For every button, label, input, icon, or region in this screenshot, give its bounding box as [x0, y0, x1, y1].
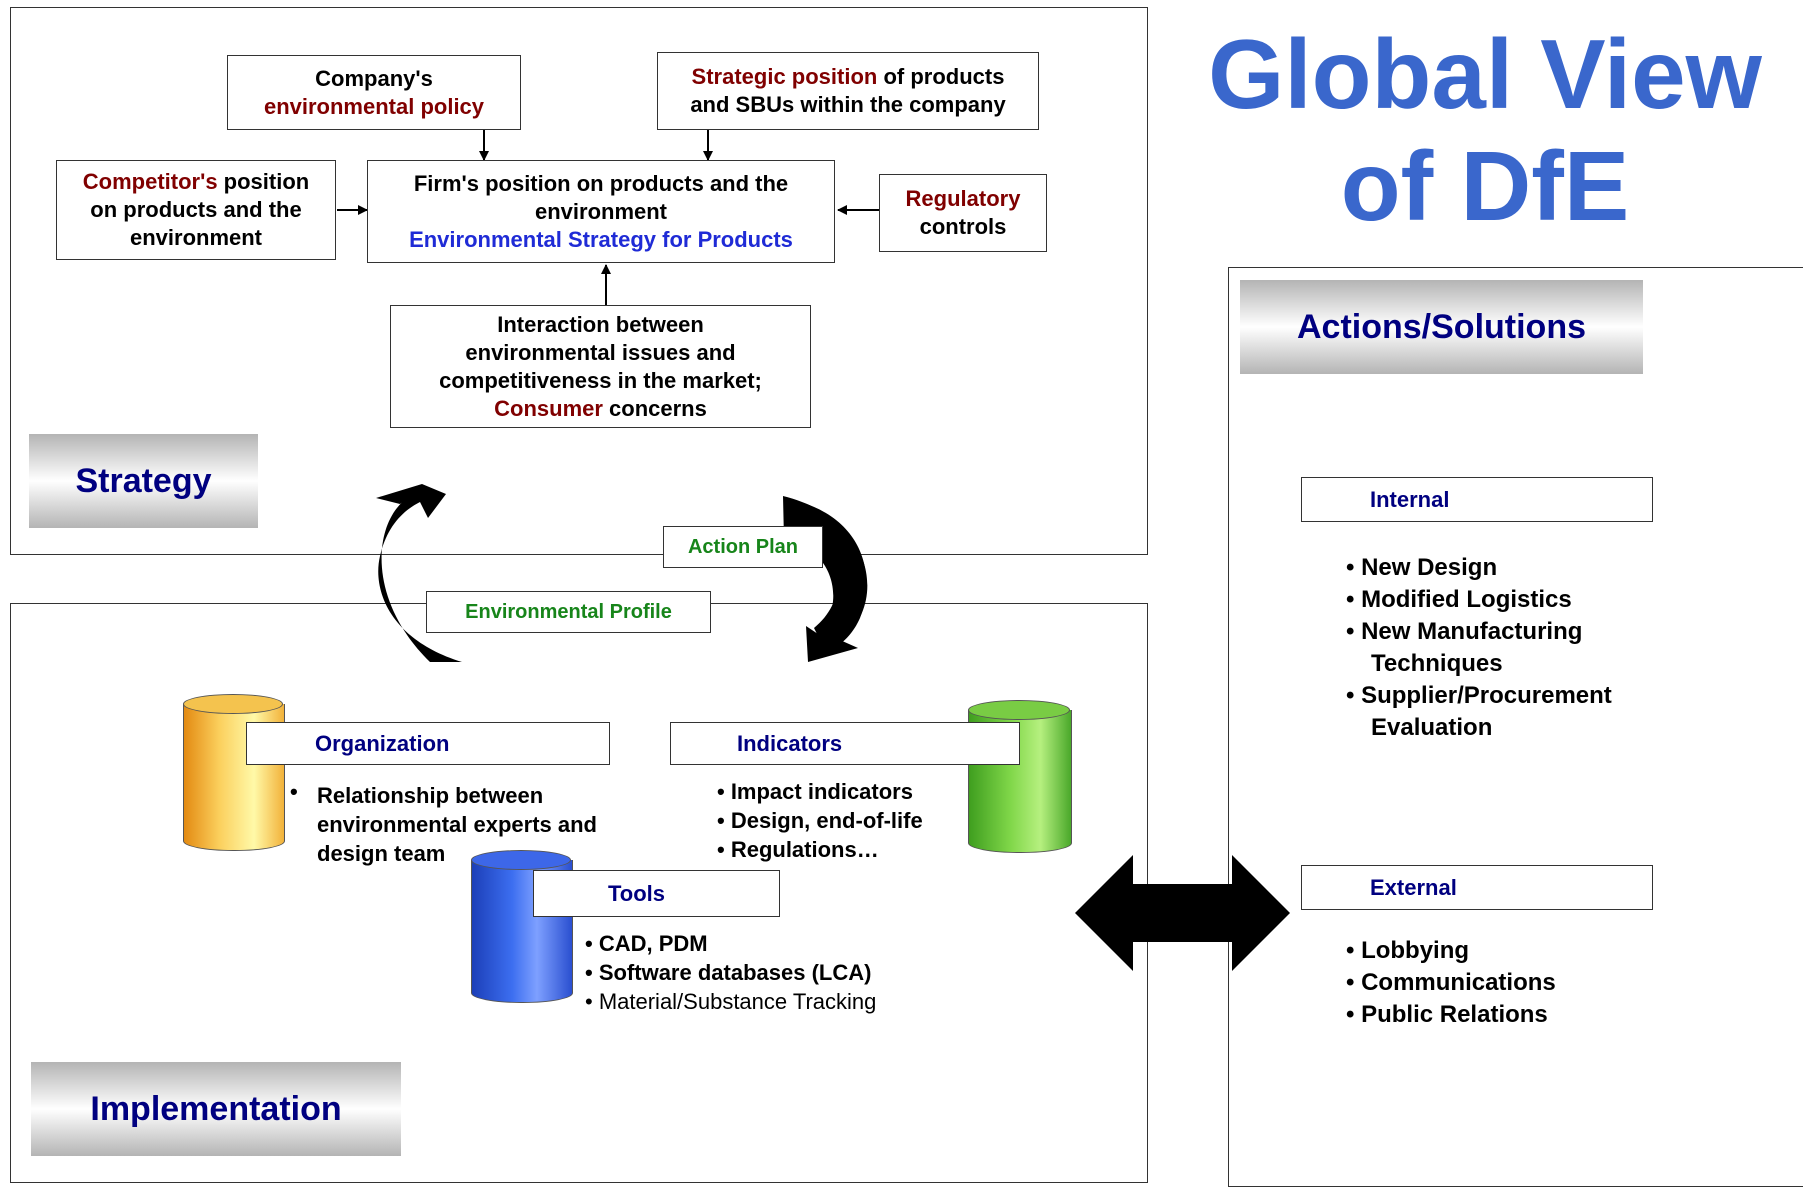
internal-item: • Modified Logistics	[1346, 586, 1572, 613]
strategic-of-products-text: of products	[877, 64, 1005, 89]
tools-list: • CAD, PDM • Software databases (LCA) • …	[585, 929, 876, 1016]
interaction-line-2: environmental issues and	[465, 339, 736, 365]
organization-line-2: environmental experts and	[317, 812, 597, 837]
regulatory-line-2: controls	[919, 214, 1007, 239]
internal-item: Evaluation	[1371, 714, 1493, 741]
external-tab: External	[1301, 865, 1653, 910]
internal-item: Techniques	[1371, 650, 1503, 677]
external-list: • Lobbying • Communications • Public Rel…	[1346, 935, 1556, 1031]
tools-item: • CAD, PDM	[585, 931, 708, 956]
environmental-profile-label: Environmental Profile	[426, 591, 711, 633]
interaction-line-1: Interaction between	[497, 311, 704, 337]
competitor-line-3: environment	[129, 225, 263, 250]
concerns-text: concerns	[602, 395, 707, 421]
actions-solutions-label: Actions/Solutions	[1240, 280, 1643, 374]
indicators-item: • Impact indicators	[717, 779, 913, 804]
indicators-item: • Regulations…	[717, 837, 879, 862]
firm-line-1: Firm's position on products and the	[413, 170, 789, 196]
actions-panel	[1228, 267, 1803, 1187]
title-line-1: Global View	[1208, 19, 1762, 129]
organization-text: Relationship between environmental exper…	[317, 781, 597, 868]
indicators-list: • Impact indicators • Design, end-of-lif…	[717, 777, 923, 864]
regulatory-controls-box: Regulatory controls	[879, 174, 1047, 252]
action-plan-label: Action Plan	[663, 526, 823, 568]
cycle-arrow-right-body	[784, 498, 867, 652]
organization-line-3: design team	[317, 841, 446, 866]
indicators-item: • Design, end-of-life	[717, 808, 923, 833]
internal-item: • Supplier/Procurement	[1346, 682, 1612, 709]
external-title: External	[1370, 874, 1457, 900]
competitor-line-1: Competitor's position	[83, 168, 309, 196]
external-item: • Lobbying	[1346, 937, 1470, 964]
internal-list: • New Design • Modified Logistics • New …	[1346, 552, 1612, 744]
firm-line-3: Environmental Strategy for Products	[409, 226, 793, 252]
consumer-text: Consumer	[494, 395, 603, 421]
competitor-text: Competitor's	[82, 169, 218, 194]
tools-item: • Software databases (LCA)	[585, 960, 872, 985]
internal-tab: Internal	[1301, 477, 1653, 522]
indicators-tab: Indicators	[670, 722, 1020, 765]
strategy-label: Strategy	[29, 434, 258, 528]
tools-title: Tools	[608, 880, 666, 906]
strategic-position-box: Strategic position of products and SBUs …	[657, 52, 1039, 130]
external-item: • Communications	[1346, 969, 1556, 996]
organization-cylinder-icon	[183, 694, 285, 858]
internal-title: Internal	[1370, 486, 1450, 512]
external-item: • Public Relations	[1346, 1001, 1548, 1028]
tools-item: • Material/Substance Tracking	[585, 989, 877, 1014]
firm-line-2: environment	[534, 198, 668, 224]
regulatory-line-1: Regulatory	[905, 186, 1021, 211]
strategic-line-2: and SBUs within the company	[690, 92, 1006, 117]
organization-title: Organization	[315, 730, 450, 756]
strategic-position-text: Strategic position	[691, 64, 878, 89]
interaction-box: Interaction between environmental issues…	[390, 305, 811, 428]
interaction-line-3: competitiveness in the market;	[439, 367, 762, 393]
environmental-policy-box: Company's environmental policy	[227, 55, 521, 130]
indicators-title: Indicators	[737, 730, 843, 756]
title-line-2: of DfE	[1340, 131, 1630, 241]
internal-item: • New Manufacturing	[1346, 618, 1583, 645]
firm-position-box: Firm's position on products and the envi…	[367, 160, 835, 263]
cycle-arrow-left-icon	[376, 484, 462, 662]
competitor-position-box: Competitor's position on products and th…	[56, 160, 336, 260]
competitor-line-2: on products and the	[90, 197, 302, 222]
organization-line-1: Relationship between	[317, 783, 544, 808]
organization-tab: Organization	[246, 722, 610, 765]
implementation-label: Implementation	[31, 1062, 401, 1156]
internal-item: • New Design	[1346, 554, 1498, 581]
policy-line-1: Company's	[315, 65, 433, 91]
double-arrow-icon	[1075, 855, 1290, 971]
organization-bullet: •	[290, 779, 298, 804]
page-title: Global View of DfE	[1180, 18, 1790, 242]
strategic-line-1: Strategic position of products	[692, 63, 1005, 91]
interaction-line-4: Consumer concerns	[494, 395, 707, 423]
tools-tab: Tools	[533, 870, 780, 917]
competitor-position-text: position	[217, 169, 310, 194]
policy-line-2: environmental policy	[263, 93, 485, 119]
